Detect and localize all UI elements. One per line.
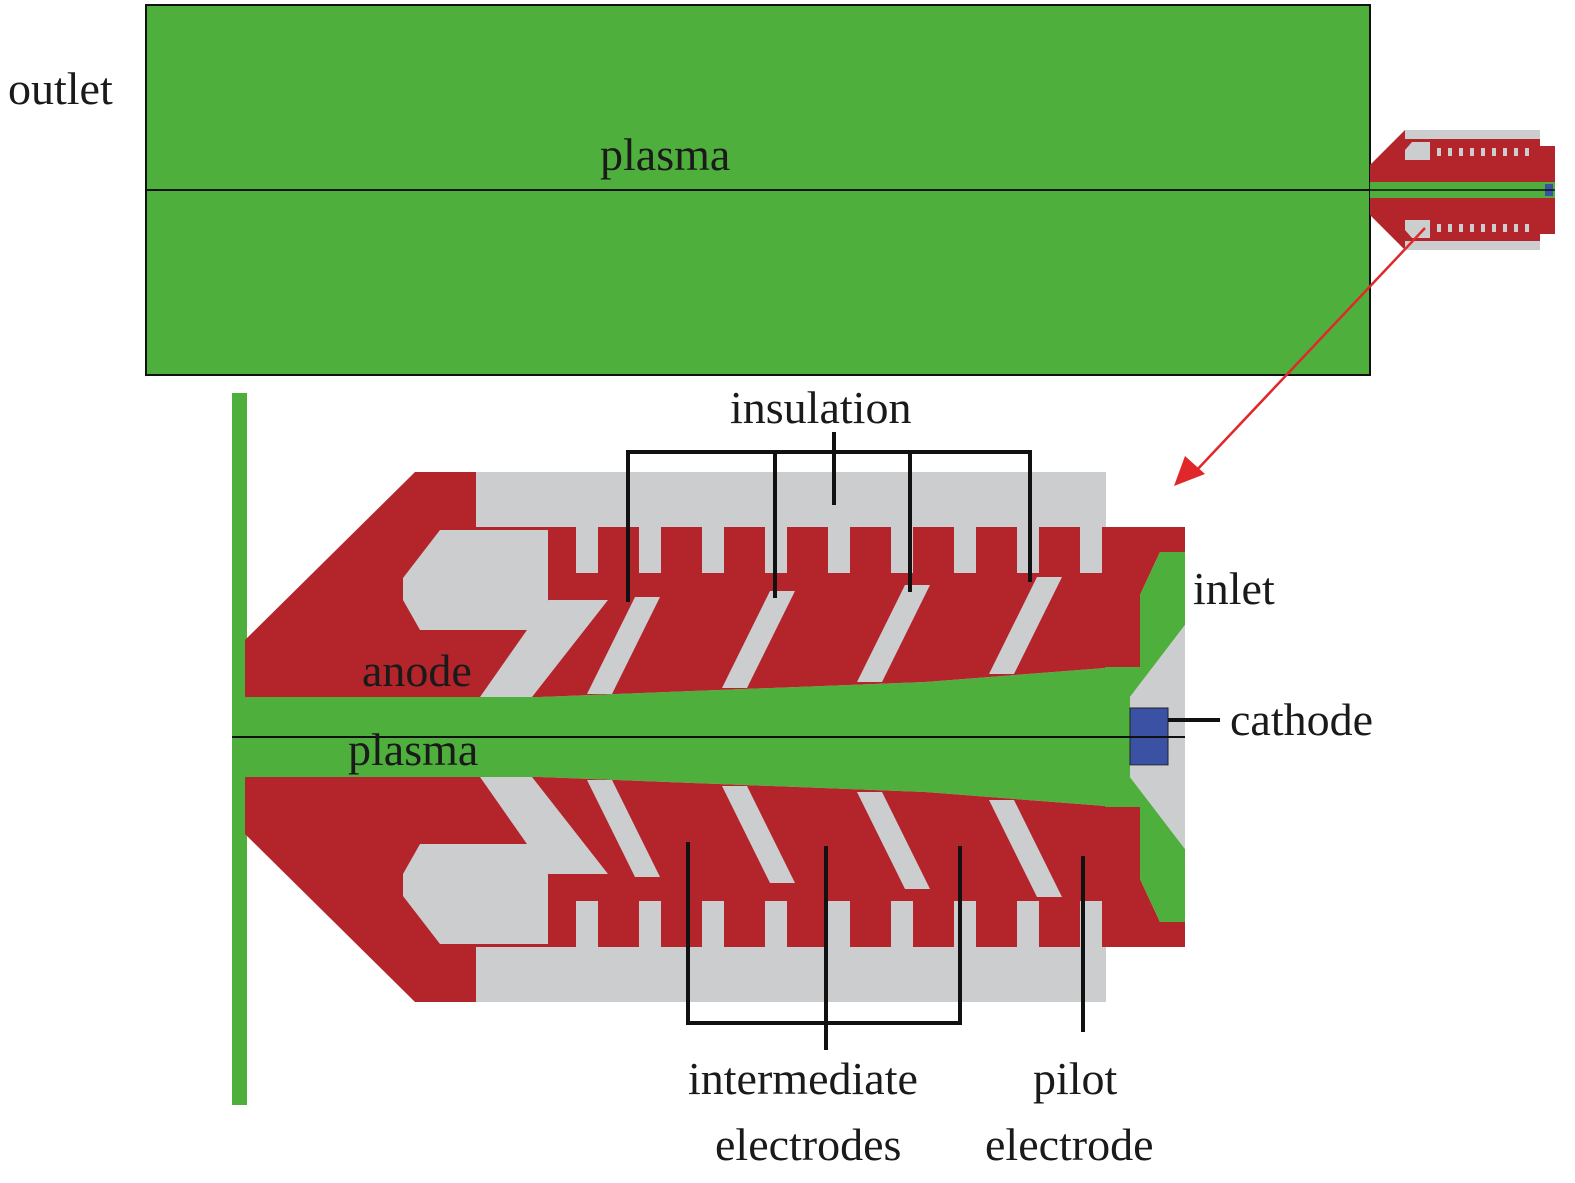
plasma-label-detail: plasma xyxy=(348,724,478,775)
pilot-electrode-label-line2: electrode xyxy=(985,1119,1154,1170)
intermediate-electrodes-label-line2: electrodes xyxy=(715,1119,901,1170)
leader-lines xyxy=(626,432,1220,1050)
pilot-electrode-label-line1: pilot xyxy=(1033,1053,1118,1104)
zoom-arrow xyxy=(1174,227,1426,486)
overview-section: outlet plasma xyxy=(8,4,1555,376)
intermediate-electrodes-label-line1: intermediate xyxy=(688,1053,918,1104)
torch-detail-section: insulation inlet anode plasma cathode in… xyxy=(232,382,1373,1170)
plasma-label-overview: plasma xyxy=(600,129,730,180)
cathode-label: cathode xyxy=(1230,694,1373,745)
overview-torch-thumbnail xyxy=(1370,130,1555,250)
anode-label: anode xyxy=(362,645,472,696)
insulation-label: insulation xyxy=(730,382,911,433)
outlet-label: outlet xyxy=(8,63,113,114)
inlet-label: inlet xyxy=(1193,563,1275,614)
